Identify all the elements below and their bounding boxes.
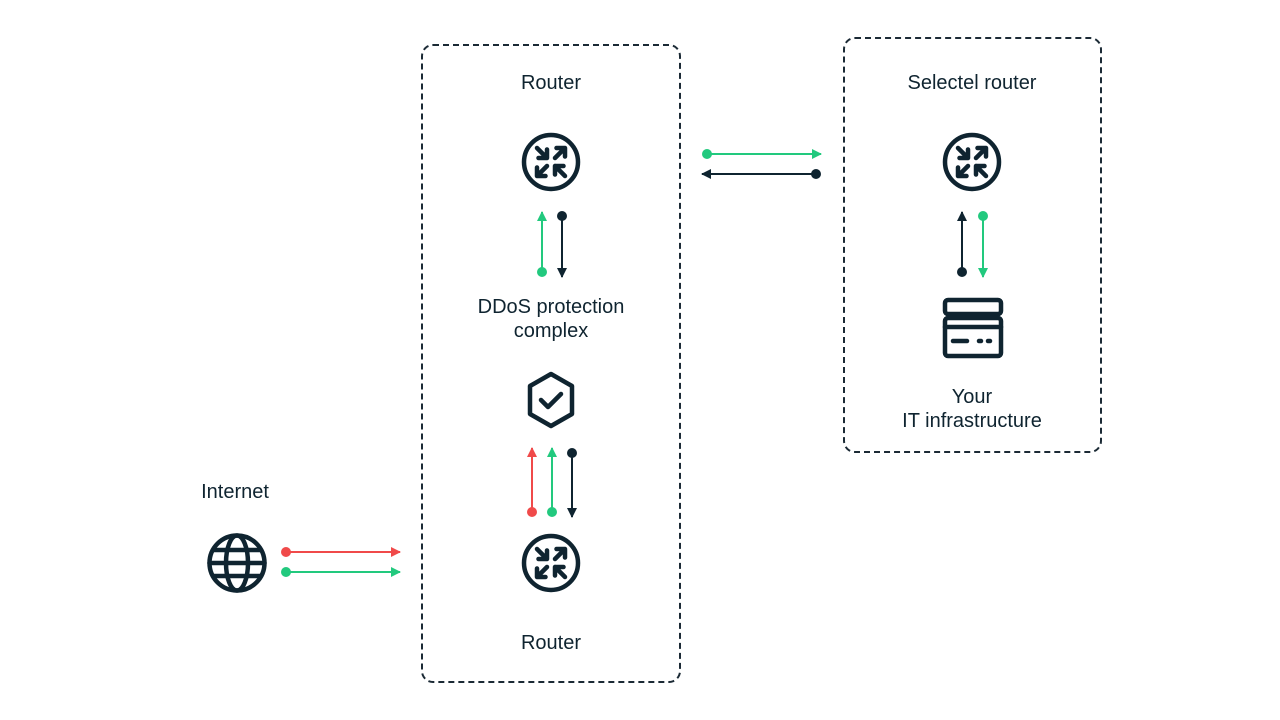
arrow-router-to-ddos-green [547,447,557,517]
arrow-internet-green [281,567,401,577]
arrow-from-selectel-dark [701,169,821,179]
router-icon [521,533,581,593]
infra-label-line1: Your [951,386,993,408]
infra-label-line2: IT infrastructure [902,410,1042,432]
globe-icon [207,533,267,593]
router-icon [521,132,581,192]
arrow-infra-to-router-dark [957,211,967,277]
shield-check-icon [527,371,575,429]
router-icon [942,132,1002,192]
selectel-zone-box [843,37,1102,453]
protection-zone-box [421,44,681,683]
internet-label: Internet [201,481,269,503]
arrow-ddos-to-router-dark [567,448,577,518]
arrow-router-to-infra-green [978,211,988,278]
ddos-label-line1: DDoS protection [477,296,625,318]
server-icon [942,297,1004,359]
arrow-router-to-ddos-dark [557,211,567,278]
arrow-ddos-to-router-green [537,211,547,277]
ddos-label-line2: complex [513,320,589,342]
arrow-router-to-ddos-red [527,447,537,517]
arrow-internet-red [281,547,401,557]
arrow-to-selectel-green [702,149,822,159]
selectel-router-label: Selectel router [907,72,1037,94]
router-top-label: Router [520,72,582,94]
router-bottom-label: Router [520,632,582,654]
